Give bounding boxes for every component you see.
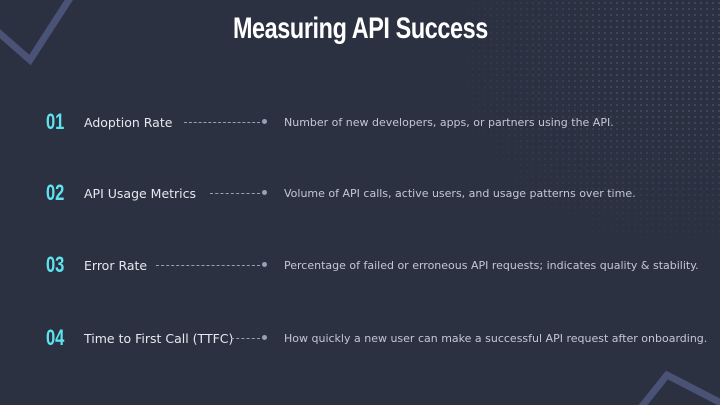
metric-number: 04 bbox=[46, 325, 65, 350]
metric-description: How quickly a new user can make a succes… bbox=[284, 331, 708, 345]
connector-line bbox=[184, 121, 260, 123]
metric-label: Time to First Call (TTFC) bbox=[84, 330, 234, 346]
metric-row: 02 API Usage Metrics Volume of API calls… bbox=[46, 178, 706, 208]
connector-dot bbox=[262, 335, 267, 340]
connector-line bbox=[231, 337, 260, 339]
metric-description: Percentage of failed or erroneous API re… bbox=[284, 258, 699, 272]
connector-dot bbox=[262, 119, 267, 124]
connector-dot bbox=[262, 262, 267, 267]
chevron-decoration-bottom-right bbox=[638, 370, 720, 405]
metric-number: 02 bbox=[46, 180, 65, 205]
dot-wave-background bbox=[440, 0, 720, 260]
connector-dot bbox=[262, 190, 267, 195]
metric-row: 03 Error Rate Percentage of failed or er… bbox=[46, 250, 706, 280]
metric-description: Number of new developers, apps, or partn… bbox=[284, 115, 614, 129]
metric-label: Adoption Rate bbox=[84, 114, 173, 130]
metric-row: 04 Time to First Call (TTFC) How quickly… bbox=[46, 323, 708, 353]
metric-row: 01 Adoption Rate Number of new developer… bbox=[46, 107, 706, 137]
chevron-decoration-top-left bbox=[0, 0, 73, 66]
metric-label: API Usage Metrics bbox=[84, 185, 197, 201]
page-title: Measuring API Success bbox=[232, 12, 488, 45]
connector-line bbox=[210, 192, 260, 194]
metric-label: Error Rate bbox=[84, 257, 148, 273]
metric-number: 01 bbox=[46, 109, 65, 134]
metric-number: 03 bbox=[46, 252, 65, 277]
metric-description: Volume of API calls, active users, and u… bbox=[284, 186, 636, 200]
connector-line bbox=[156, 264, 260, 266]
